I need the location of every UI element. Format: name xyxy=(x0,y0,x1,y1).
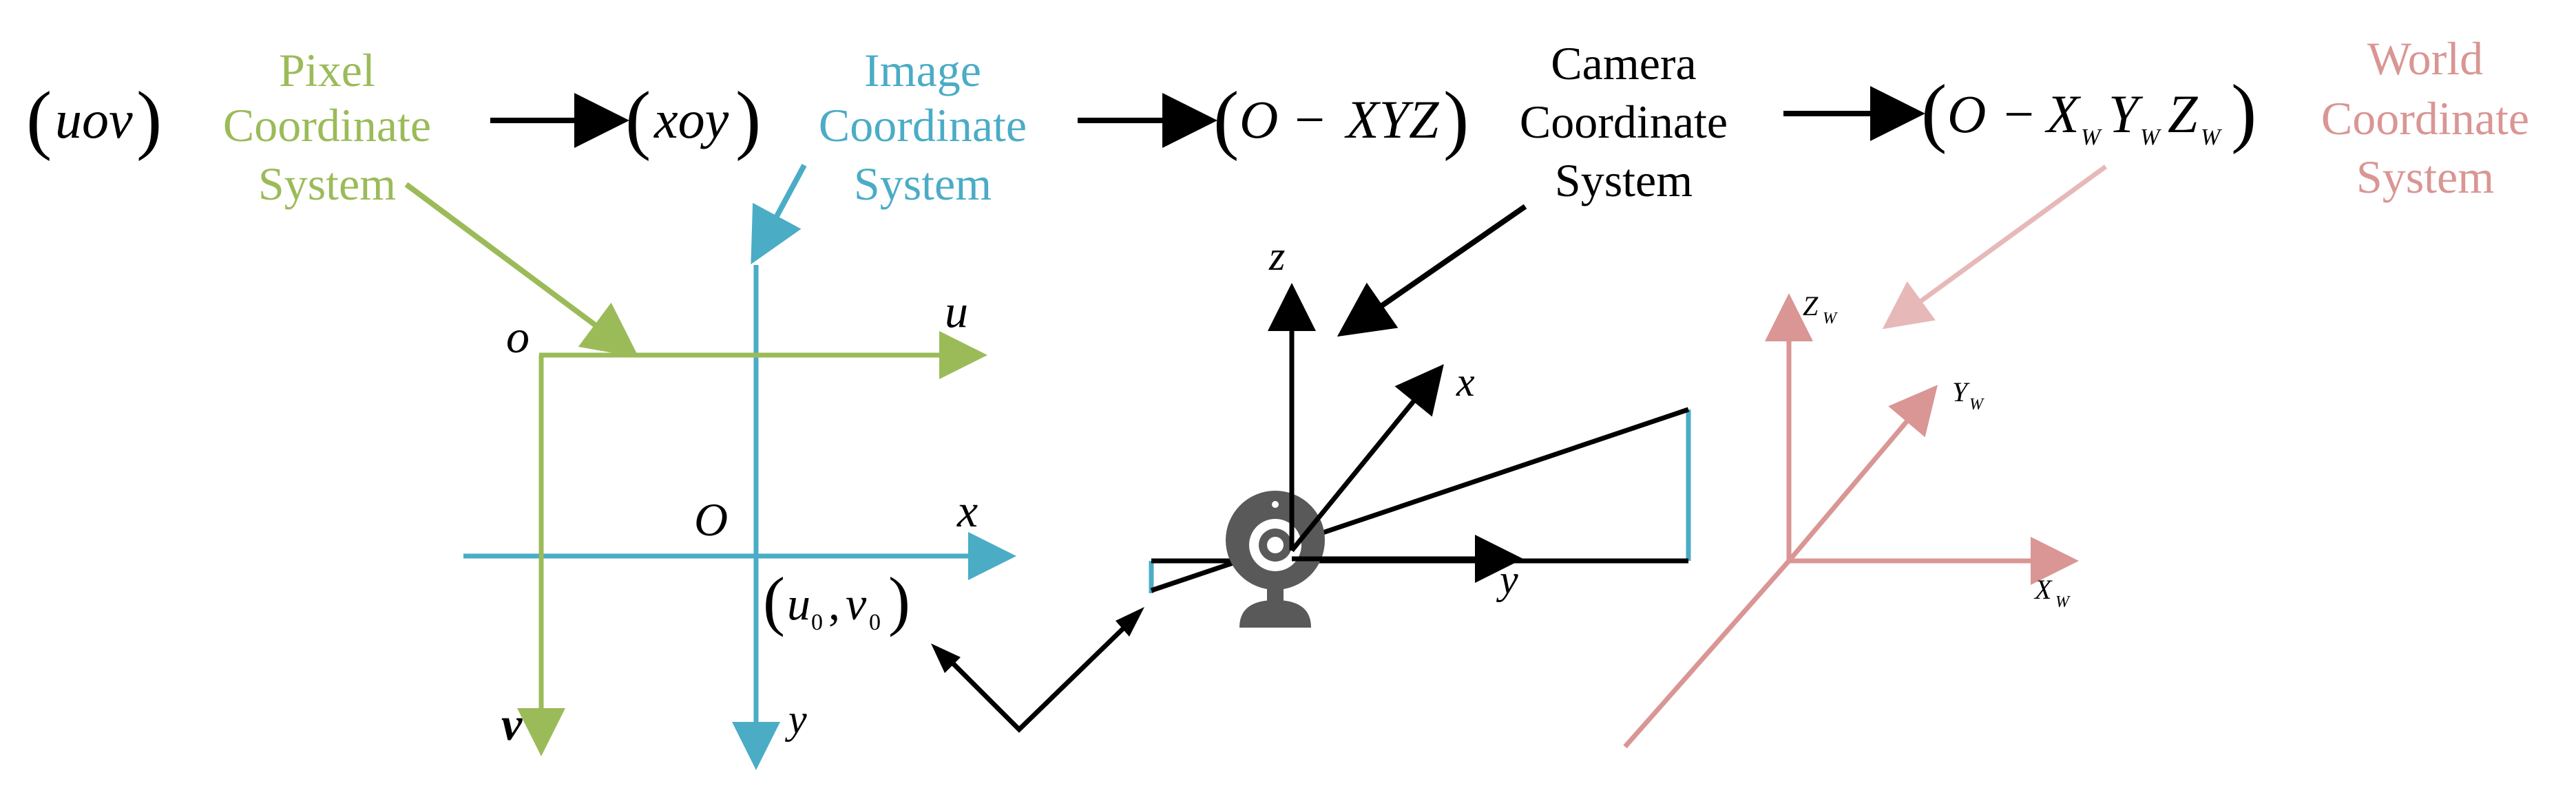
camera-notation-o: O xyxy=(1239,89,1278,149)
camera-label-line2: Coordinate xyxy=(1520,96,1728,148)
paren-close: ) xyxy=(2231,70,2256,155)
world-pointer-arrow xyxy=(1882,164,2108,330)
image-notation-text: xoy xyxy=(653,89,729,149)
paren-close: ) xyxy=(735,76,761,162)
pixel-origin-label: o xyxy=(506,310,530,363)
pp-u-sub: 0 xyxy=(811,610,823,635)
camera-label-line1: Camera xyxy=(1551,37,1696,89)
pixel-pointer-arrow xyxy=(404,182,639,358)
world-z-label: Z W xyxy=(1803,290,1838,328)
pp-comma: , xyxy=(828,577,840,630)
webcam-icon xyxy=(1226,491,1325,628)
image-label-line3: System xyxy=(854,158,992,210)
camera-x-label: x xyxy=(1456,359,1475,405)
pixel-system-label: Pixel Coordinate System xyxy=(223,44,431,210)
camera-x-axis xyxy=(1290,364,1444,553)
pixel-label-line1: Pixel xyxy=(279,44,375,96)
world-y-label: Y W xyxy=(1952,376,1985,414)
image-notation: ( xoy ) xyxy=(625,76,761,162)
world-notation: ( O − X W Y W Z W ) xyxy=(1921,70,2256,155)
camera-y-label: y xyxy=(1496,557,1518,602)
world-system-label: World Coordinate System xyxy=(2321,32,2529,203)
world-notation-minus: − xyxy=(2004,84,2034,144)
world-z-letter: Z xyxy=(1803,290,1819,321)
world-notation-z: Z xyxy=(2168,84,2199,144)
projection-v-arrow xyxy=(940,614,1138,733)
image-y-label: y xyxy=(784,696,807,742)
world-notation-x: X xyxy=(2044,84,2082,144)
paren-open: ( xyxy=(26,76,52,162)
pixel-notation: ( uov ) xyxy=(26,76,162,162)
paren-open: ( xyxy=(625,76,651,162)
pixel-label-line2: Coordinate xyxy=(223,99,431,151)
image-x-label: x xyxy=(956,484,978,537)
camera-label-line3: System xyxy=(1555,154,1693,206)
image-pointer-arrow xyxy=(751,164,807,265)
camera-pointer-arrow xyxy=(1337,204,1527,337)
pixel-v-label: v xyxy=(501,698,523,750)
world-y-axis xyxy=(1787,385,1938,563)
world-y-sub: W xyxy=(1969,396,1985,414)
pp-v-sub: 0 xyxy=(869,610,881,635)
world-x-label: X W xyxy=(2033,574,2071,611)
world-origin-extension xyxy=(1623,559,1791,749)
image-origin-label: O xyxy=(694,493,728,546)
pp-u: u xyxy=(787,577,810,630)
principal-point-label: ( u 0 , v 0 ) xyxy=(763,564,910,637)
world-notation-y-sub: W xyxy=(2140,125,2161,150)
world-x-letter: X xyxy=(2033,574,2053,605)
world-notation-x-sub: W xyxy=(2081,125,2102,150)
world-x-sub: W xyxy=(2055,593,2071,611)
paren-close: ) xyxy=(136,76,162,162)
world-notation-z-sub: W xyxy=(2201,125,2222,150)
paren-close: ) xyxy=(1443,76,1469,162)
world-notation-y: Y xyxy=(2108,84,2144,144)
image-label-line1: Image xyxy=(864,44,981,96)
pixel-notation-text: uov xyxy=(55,89,133,149)
world-z-sub: W xyxy=(1823,310,1838,328)
projection-v-arrowhead-left xyxy=(931,643,961,673)
pp-open: ( xyxy=(763,564,785,637)
camera-z-label: z xyxy=(1268,233,1285,279)
pixel-label-line3: System xyxy=(258,158,396,210)
camera-notation: ( O − XYZ ) xyxy=(1213,76,1469,162)
image-system-label: Image Coordinate System xyxy=(819,44,1027,210)
paren-open: ( xyxy=(1921,70,1947,155)
world-notation-o: O xyxy=(1947,84,1986,144)
image-label-line2: Coordinate xyxy=(819,99,1027,151)
world-label-line3: System xyxy=(2356,151,2494,203)
camera-notation-minus: − xyxy=(1295,89,1325,149)
pixel-u-label: u xyxy=(945,285,968,337)
world-label-line2: Coordinate xyxy=(2321,92,2529,145)
pp-v: v xyxy=(846,577,867,630)
camera-notation-body: XYZ xyxy=(1344,89,1440,149)
world-label-line1: World xyxy=(2367,32,2483,85)
world-y-letter: Y xyxy=(1952,376,1970,407)
paren-open: ( xyxy=(1213,76,1239,162)
projection-v-arrowhead-right xyxy=(1116,607,1144,637)
camera-system-label: Camera Coordinate System xyxy=(1520,37,1728,206)
pp-close: ) xyxy=(888,564,910,637)
